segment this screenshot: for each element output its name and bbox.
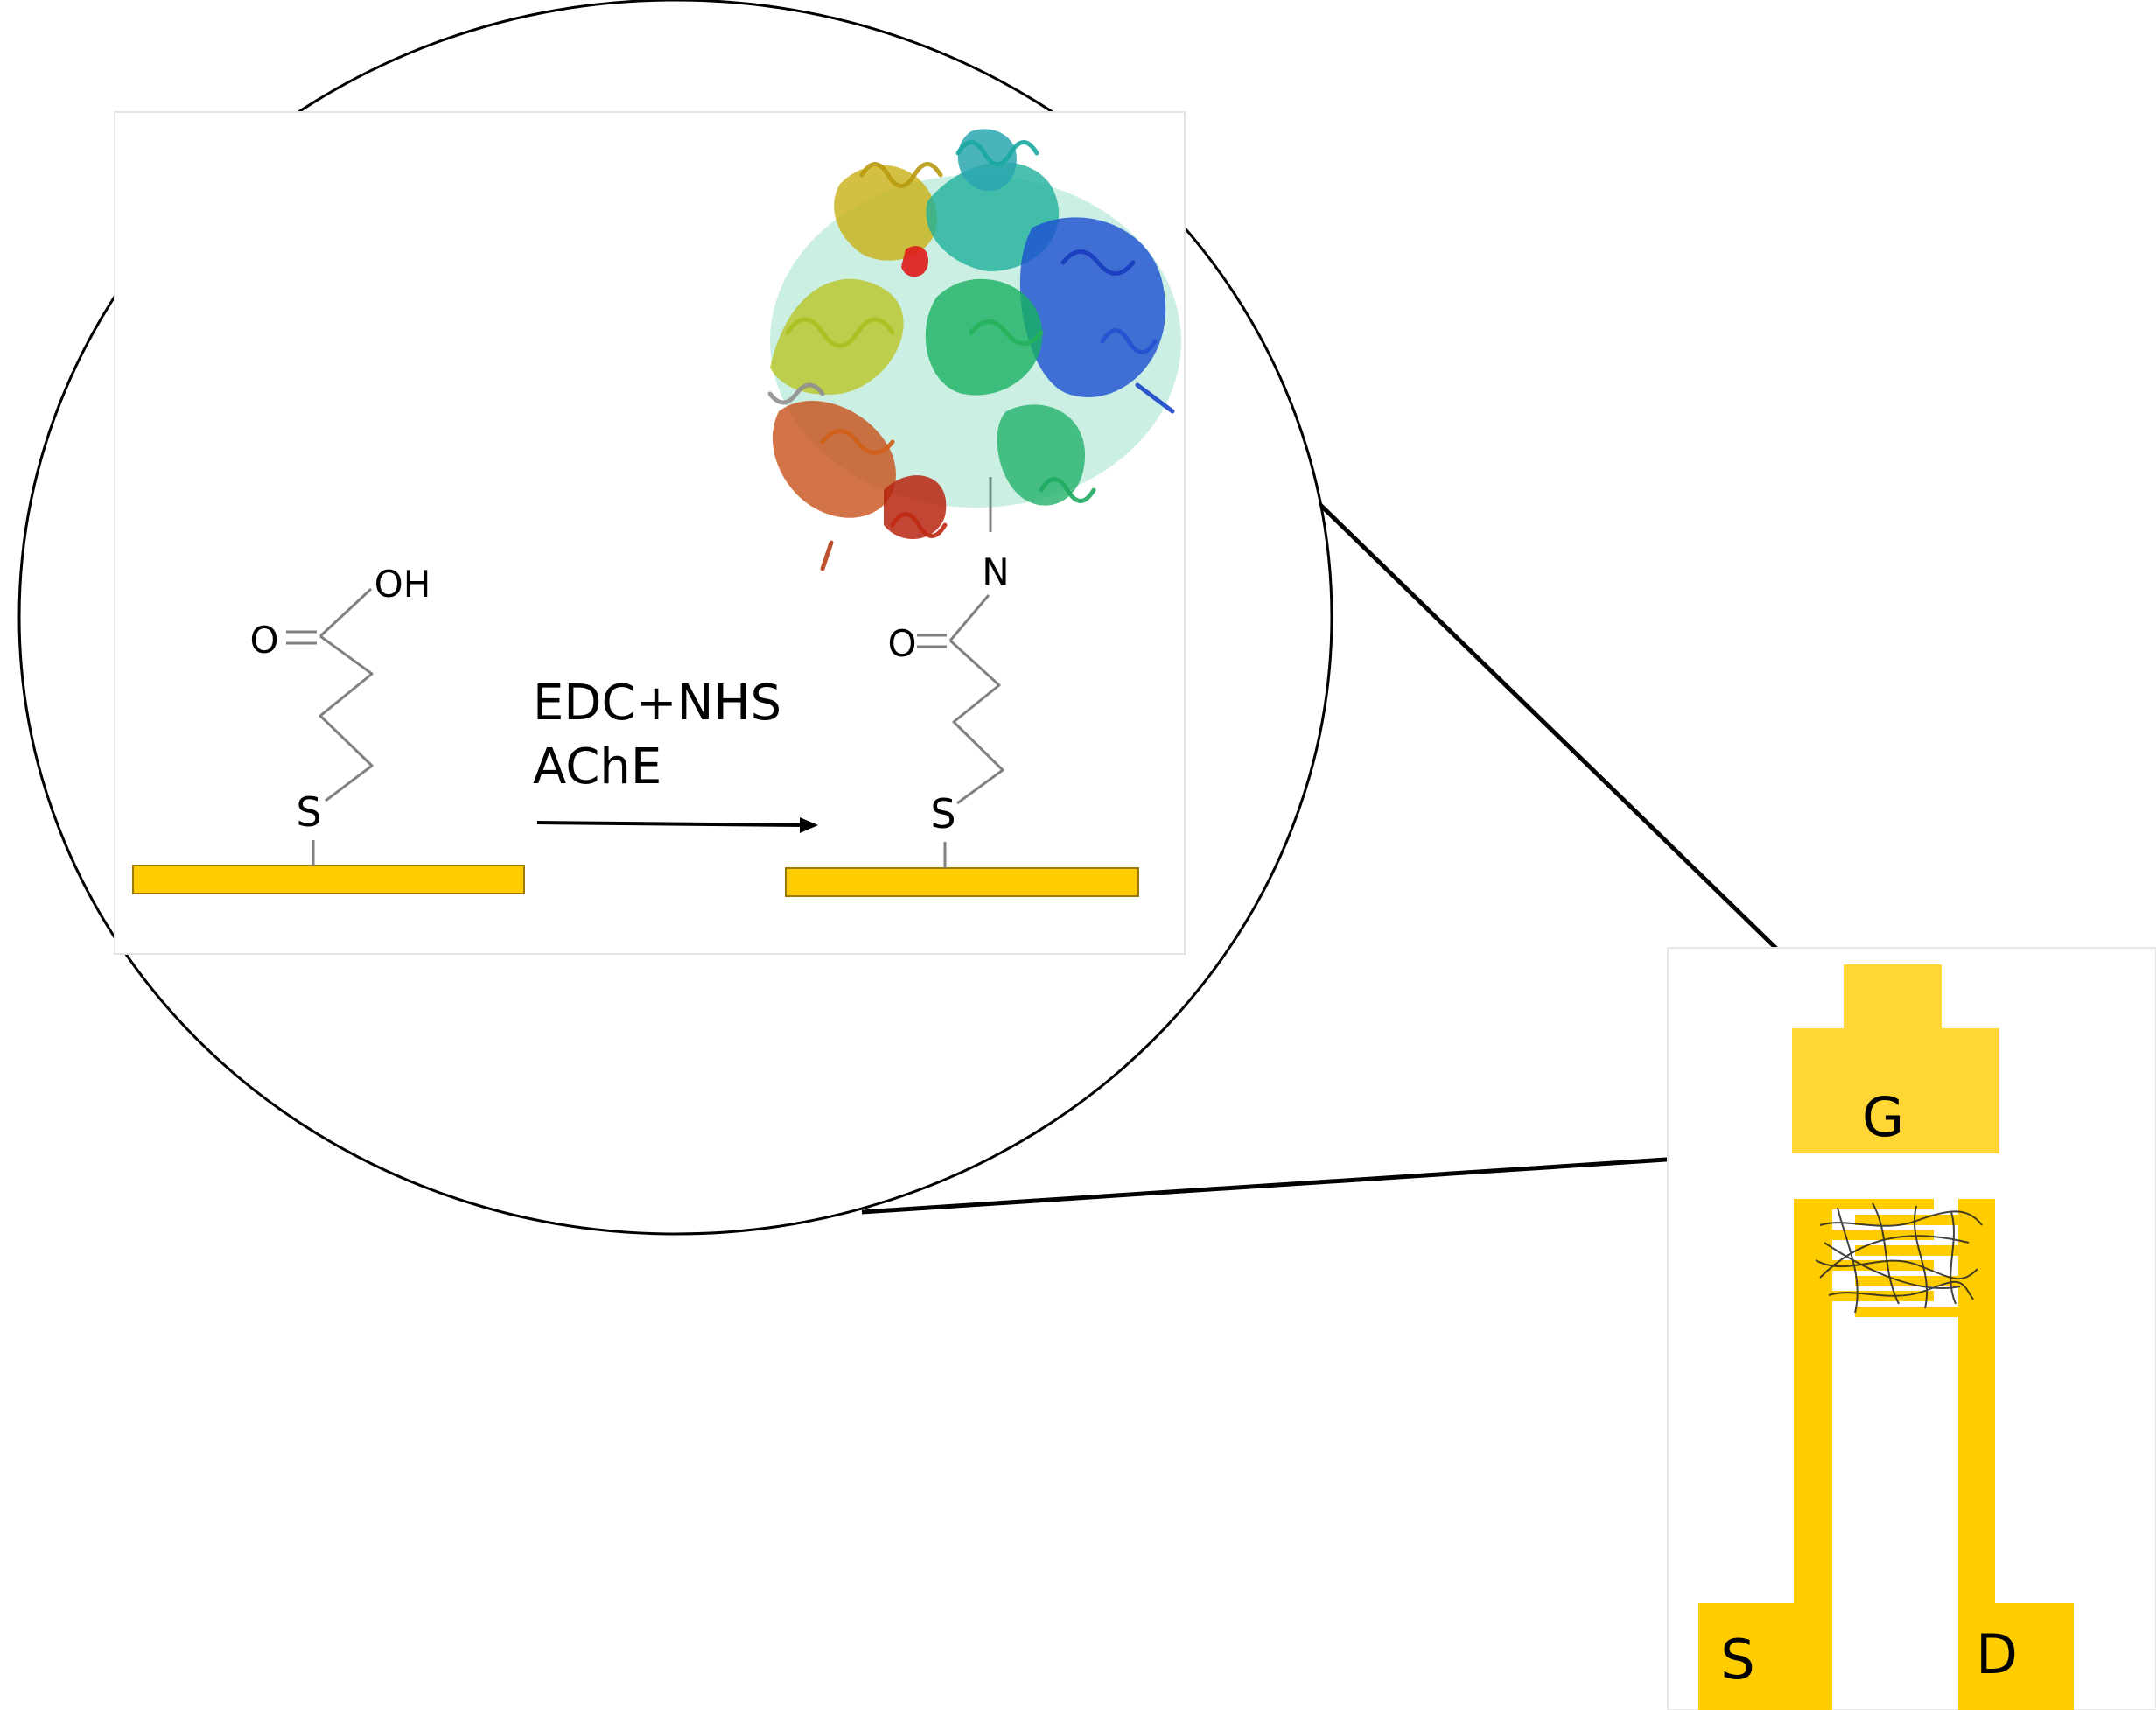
left-hydroxyl-label: OH	[374, 563, 431, 606]
drain-label: D	[1976, 1622, 2018, 1686]
ache-enzyme-structure	[767, 129, 1181, 571]
reagent-label-edc-nhs: EDC+NHS	[533, 675, 781, 732]
gate-electrode	[1792, 964, 1999, 1153]
right-sulfur-label: S	[930, 790, 956, 837]
reaction-arrow-shaft	[536, 821, 806, 827]
gate-label: G	[1862, 1085, 1904, 1149]
left-sulfur-label: S	[296, 788, 321, 836]
reagent-label-ache: AChE	[533, 739, 662, 795]
source-label: S	[1720, 1628, 1754, 1692]
right-amide-nitrogen-label: N	[982, 550, 1009, 593]
nanowire-network	[1815, 1202, 1983, 1314]
source-electrode	[1698, 1199, 1934, 1710]
right-carbonyl-oxygen-label: O	[887, 622, 916, 665]
right-linker-bonds	[917, 477, 1004, 868]
left-gold-substrate	[132, 865, 525, 894]
callout-line-upper	[1315, 500, 1830, 1001]
reaction-arrow-head	[800, 817, 818, 833]
left-carbonyl-oxygen-label: O	[249, 619, 278, 662]
callout-line-lower	[861, 1151, 1761, 1215]
right-gold-substrate	[785, 867, 1139, 897]
left-linker-bonds	[286, 587, 374, 866]
